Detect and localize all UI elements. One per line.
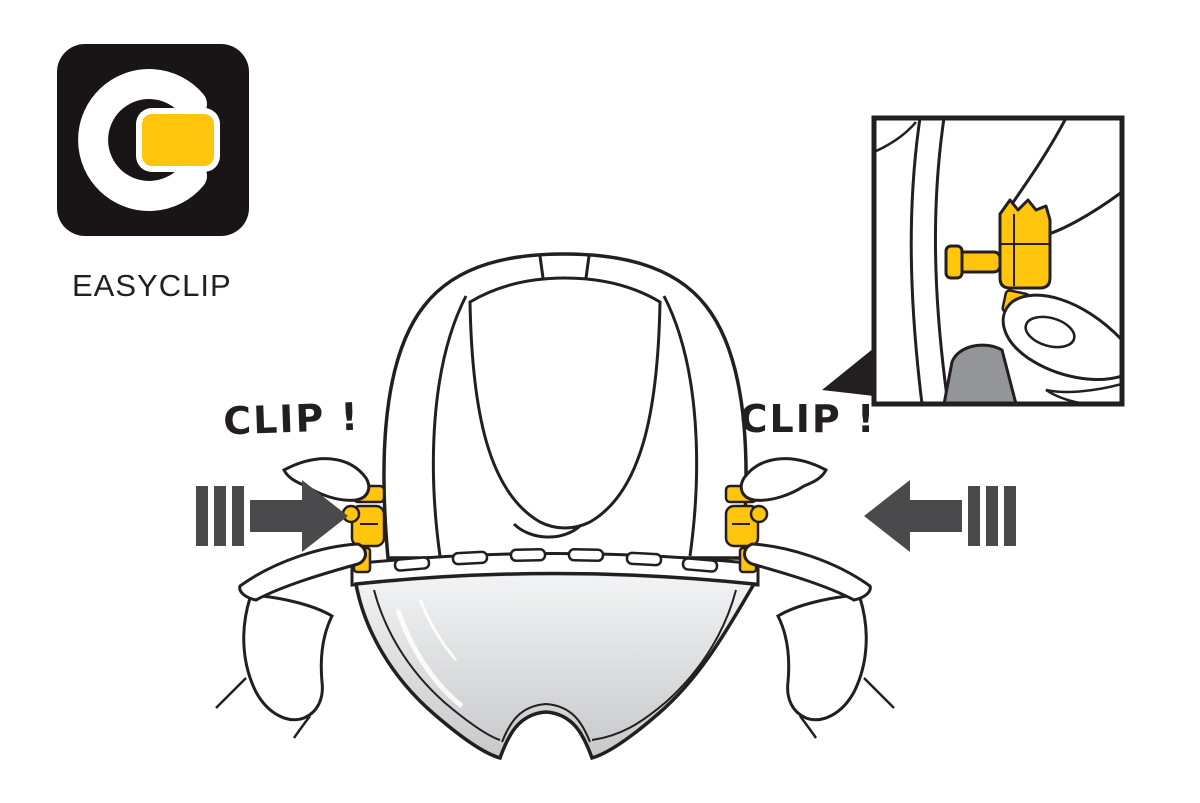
logo-caption: EASYCLIP: [72, 268, 232, 303]
inset-border: [871, 115, 1125, 407]
logo-visor-square: [142, 114, 214, 166]
callout-clip-left: CLIP !: [222, 395, 360, 444]
easyclip-logo-icon: [57, 44, 249, 236]
inset-pointer-icon: [822, 348, 874, 396]
vent-band: [350, 548, 760, 587]
thumbnail-detail: [1024, 315, 1076, 349]
face-shield: [353, 571, 757, 761]
callout-clip-right: CLIP !: [740, 397, 877, 441]
detail-inset: [822, 115, 1125, 407]
helmet-shell: [382, 252, 748, 560]
visor-edge-detail: [942, 343, 1018, 404]
logo-mark-c: [78, 69, 207, 211]
helmet-illustration: [341, 252, 769, 761]
